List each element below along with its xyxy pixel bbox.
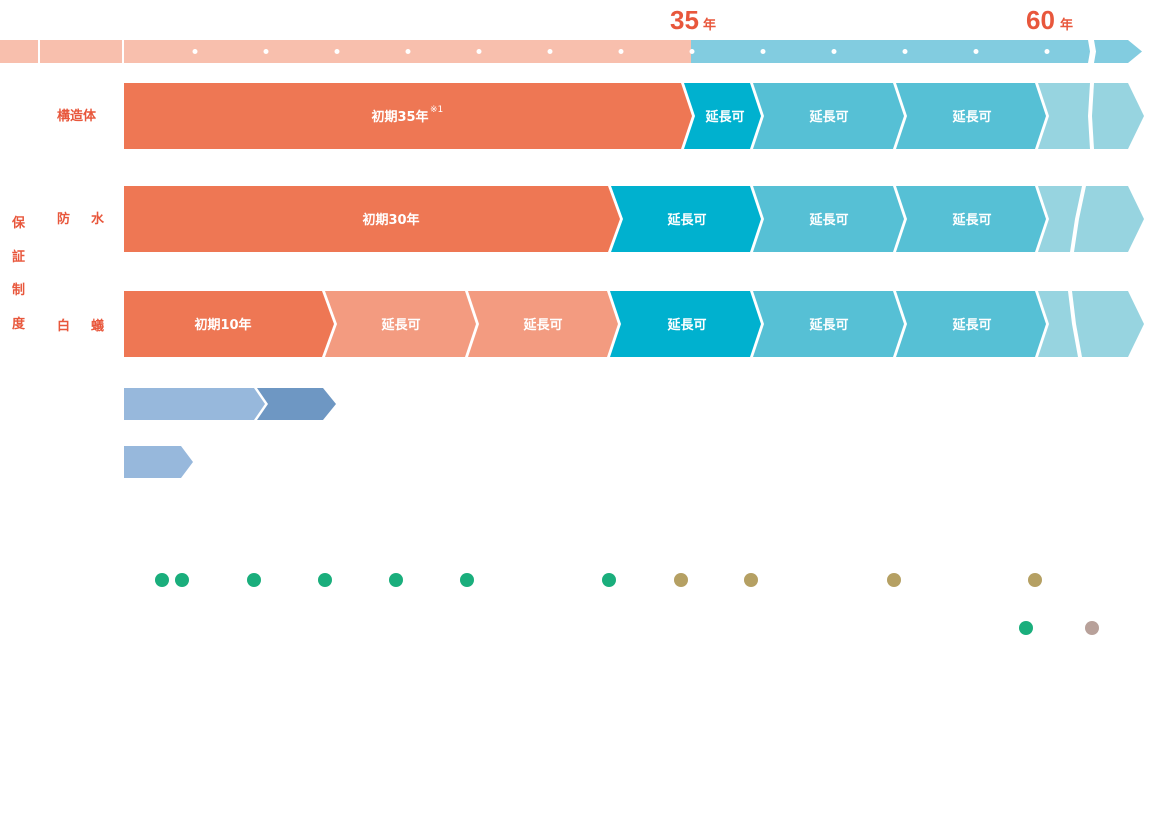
segment-structure-fade-2 xyxy=(1092,83,1144,149)
dot-olive xyxy=(744,573,758,587)
row-label-termite-char-2: 蟻 xyxy=(91,318,104,334)
blue-bar-1 xyxy=(124,388,336,420)
row-label-termite: 白 蟻 xyxy=(57,318,104,334)
segment-waterproof-ext-2 xyxy=(753,186,904,252)
segment-termite-fade-1 xyxy=(1038,291,1078,357)
dot-green xyxy=(389,573,403,587)
row-waterproof: 初期30年 延長可 延長可 延長可 xyxy=(124,186,1144,252)
timeline-tick-dot xyxy=(760,49,766,54)
segment-structure-initial xyxy=(124,83,692,149)
dot-green xyxy=(460,573,474,587)
dot-green xyxy=(318,573,332,587)
timeline-tick-dot xyxy=(192,49,198,54)
segment-waterproof-ext-2-label: 延長可 xyxy=(808,212,848,228)
blue-bar-1-seg-1 xyxy=(124,388,265,420)
timeline-blue-main xyxy=(691,40,1090,63)
segment-waterproof-initial xyxy=(124,186,620,252)
year-60-unit: 年 xyxy=(1060,17,1073,33)
segment-structure-footnote-mark: ※1 xyxy=(430,105,443,115)
dot-green xyxy=(247,573,261,587)
side-label-char-2: 証 xyxy=(12,249,25,265)
year-marker-60: 60 年 xyxy=(1026,5,1073,35)
row-label-termite-char-1: 白 xyxy=(57,318,70,334)
timeline-tick-dots xyxy=(192,49,1050,54)
timeline-arrow-head xyxy=(1094,40,1142,63)
segment-waterproof-ext-3-label: 延長可 xyxy=(951,212,991,228)
blue-bar-2 xyxy=(124,446,193,478)
segment-termite-ext-3 xyxy=(610,291,761,357)
year-35-unit: 年 xyxy=(703,17,716,33)
side-label-char-1: 保 xyxy=(11,215,26,231)
segment-waterproof-ext-1-label: 延長可 xyxy=(666,212,706,228)
segment-termite-ext-5 xyxy=(896,291,1046,357)
timeline-tick-dot xyxy=(547,49,553,54)
blue-bar-2-seg-1 xyxy=(124,446,193,478)
segment-structure-ext-3 xyxy=(896,83,1046,149)
row-structure: 初期35年 ※1 延長可 延長可 延長可 xyxy=(124,83,1144,149)
row-label-waterproof-char-2: 水 xyxy=(91,211,105,227)
dot-olive xyxy=(887,573,901,587)
segment-structure-ext-1-label: 延長可 xyxy=(704,109,744,125)
segment-waterproof-ext-3 xyxy=(896,186,1046,252)
timeline-salmon-lead-1 xyxy=(0,40,38,63)
segment-termite-ext-1-label: 延長可 xyxy=(380,317,420,333)
row-termite: 初期10年 延長可 延長可 延長可 延長可 延長可 xyxy=(124,291,1144,357)
timeline-salmon-lead-2 xyxy=(40,40,122,63)
dot-olive xyxy=(674,573,688,587)
timeline-tick-dot xyxy=(334,49,340,54)
dot-green xyxy=(602,573,616,587)
timeline-tick-dot xyxy=(689,49,695,54)
dot-green xyxy=(1019,621,1033,635)
timeline-tick-dot xyxy=(902,49,908,54)
row-label-waterproof: 防 水 xyxy=(57,211,105,227)
segment-termite-ext-2 xyxy=(468,291,618,357)
dot-green xyxy=(155,573,169,587)
row-label-structure: 構造体 xyxy=(57,108,97,124)
timeline-tick-dot xyxy=(973,49,979,54)
segment-structure-fade-1 xyxy=(1038,83,1090,149)
timeline-tick-dot xyxy=(263,49,269,54)
segment-waterproof-initial-label: 初期30年 xyxy=(362,212,419,228)
segment-termite-ext-2-label: 延長可 xyxy=(522,317,562,333)
timeline-tick-dot xyxy=(831,49,837,54)
segment-termite-ext-4 xyxy=(753,291,904,357)
year-60-number: 60 xyxy=(1026,5,1055,35)
inspection-dots-row-1 xyxy=(155,573,1042,587)
timeline-tick-dot xyxy=(405,49,411,54)
segment-termite-fade-2 xyxy=(1072,291,1144,357)
side-label-guarantee-system: 保 証 制 度 xyxy=(11,215,26,332)
year-marker-35: 35 年 xyxy=(670,5,716,35)
dot-mauve xyxy=(1085,621,1099,635)
segment-termite-ext-1 xyxy=(325,291,476,357)
blue-bar-1-seg-2 xyxy=(257,388,336,420)
row-label-waterproof-char-1: 防 xyxy=(57,211,70,227)
dot-green xyxy=(175,573,189,587)
side-label-char-4: 度 xyxy=(12,316,26,332)
segment-waterproof-fade-1 xyxy=(1038,186,1082,252)
timeline-tick-dot xyxy=(1044,49,1050,54)
segment-termite-ext-5-label: 延長可 xyxy=(951,317,991,333)
segment-structure-initial-label: 初期35年 xyxy=(371,109,428,125)
segment-structure-ext-2-label: 延長可 xyxy=(808,109,848,125)
segment-waterproof-ext-1 xyxy=(611,186,761,252)
segment-termite-initial-label: 初期10年 xyxy=(194,317,251,333)
segment-structure-ext-3-label: 延長可 xyxy=(951,109,991,125)
timeline-tick-dot xyxy=(476,49,482,54)
segment-waterproof-fade-2 xyxy=(1074,186,1144,252)
dot-olive xyxy=(1028,573,1042,587)
segment-termite-ext-4-label: 延長可 xyxy=(808,317,848,333)
segment-structure-ext-2 xyxy=(753,83,904,149)
timeline-tick-dot xyxy=(618,49,624,54)
segment-termite-initial xyxy=(124,291,334,357)
inspection-dots-row-2 xyxy=(1019,621,1099,635)
timeline-bar xyxy=(0,40,1142,63)
side-label-char-3: 制 xyxy=(12,282,25,298)
year-35-number: 35 xyxy=(670,5,699,35)
segment-termite-ext-3-label: 延長可 xyxy=(666,317,706,333)
segment-structure-ext-1 xyxy=(684,83,761,149)
